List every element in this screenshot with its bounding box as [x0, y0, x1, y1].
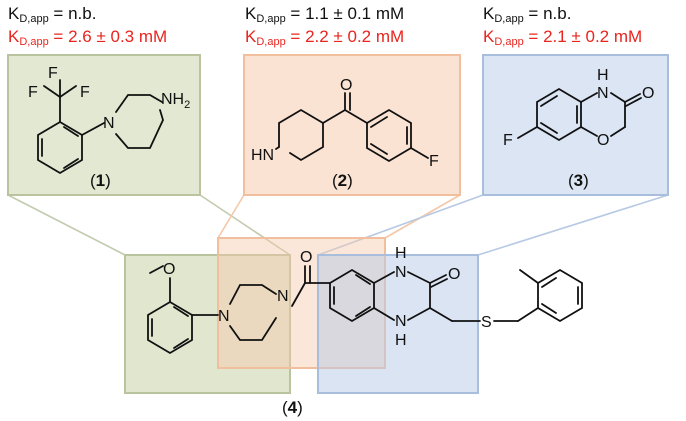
compound-4-structure — [147, 265, 583, 355]
kd-fragment-1-bound: KD,app = n.b. — [8, 4, 97, 25]
compound-4-green-region — [124, 254, 291, 394]
compound-4-atom-s: S — [481, 314, 492, 331]
connector-orange-left — [217, 194, 245, 239]
fragment-1-atom-f2: F — [28, 84, 38, 101]
fragment-2-atom-o: O — [340, 77, 352, 94]
kd-fragment-2-bound: KD,app = 1.1 ± 0.1 mM — [245, 4, 405, 25]
fragment-1-label: (1) — [90, 171, 111, 190]
fragment-2-atom-f: F — [429, 153, 439, 170]
fragment-1-atom-f3: F — [80, 84, 90, 101]
fragment-3-atom-h: H — [597, 67, 609, 84]
compound-4-atom-h-top: H — [395, 245, 407, 262]
fragment-3-atom-o-carbonyl: O — [642, 85, 654, 102]
compound-4-atom-h-bottom: H — [395, 332, 407, 349]
fragment-3-atom-o-ring: O — [597, 132, 609, 149]
compound-4-label: (4) — [282, 398, 303, 417]
fragment-1-atom-f1: F — [48, 65, 58, 82]
fragment-3-structure — [517, 87, 642, 142]
fragment-1-atom-nh2: NH2 — [161, 91, 190, 111]
fragment-1-atom-n: N — [103, 115, 115, 132]
fragment-1-box — [7, 54, 201, 196]
compound-4-blue-region — [317, 254, 479, 394]
connector-blue-right — [477, 194, 669, 256]
compound-4-atom-n-top: N — [395, 264, 407, 281]
compound-4-atom-n-bottom: N — [395, 313, 407, 330]
compound-4-atom-o-lactam: O — [448, 266, 460, 283]
compound-4-atom-o-methoxy: O — [163, 261, 175, 278]
fragment-2-box — [243, 54, 461, 196]
connector-green-left — [7, 194, 126, 256]
fragment-1-structure — [37, 79, 164, 175]
compound-4-atom-o-amide: O — [300, 249, 312, 266]
kd-fragment-3-bound: KD,app = n.b. — [483, 4, 572, 25]
fragment-3-atom-f: F — [503, 132, 513, 149]
fragment-2-structure — [275, 92, 429, 163]
fragment-3-label: (3) — [568, 171, 589, 190]
kd-fragment-1-weak: KD,app = 2.6 ± 0.3 mM — [8, 27, 168, 48]
compound-4-atom-n1: N — [218, 308, 230, 325]
connector-lines — [7, 194, 669, 256]
fragment-2-atom-hn: HN — [251, 147, 274, 164]
fragment-3-box — [482, 54, 669, 196]
fragment-3-atom-n: N — [597, 85, 609, 102]
kd-fragment-2-weak: KD,app = 2.2 ± 0.2 mM — [245, 27, 405, 48]
compound-4-atom-n2: N — [277, 288, 289, 305]
fragment-2-label: (2) — [332, 171, 353, 190]
connector-blue-left — [317, 194, 484, 256]
kd-fragment-3-weak: KD,app = 2.1 ± 0.2 mM — [483, 27, 643, 48]
connector-green-right — [199, 194, 291, 256]
